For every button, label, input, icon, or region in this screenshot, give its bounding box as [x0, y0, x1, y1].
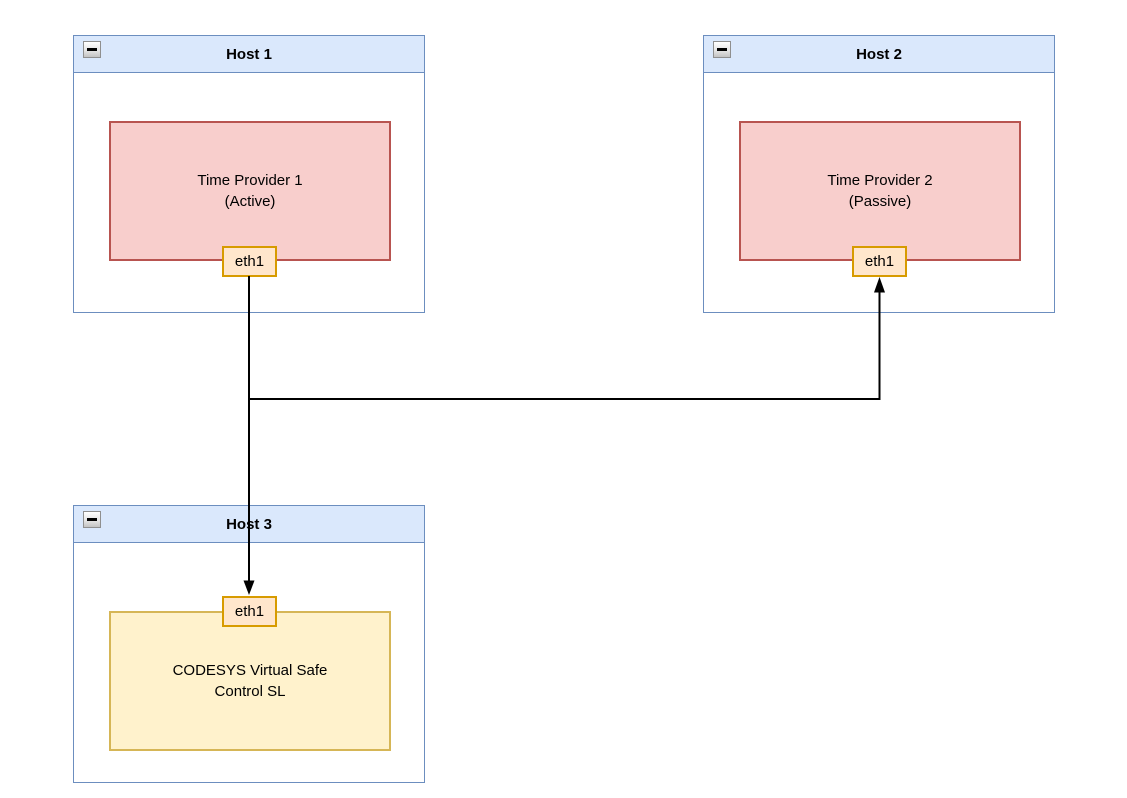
host-2-collapse-button[interactable]: [713, 41, 731, 58]
host-3-eth1-label: eth1: [234, 603, 265, 620]
host-3-title: Host 3: [226, 515, 272, 533]
host-2-header: Host 2: [704, 36, 1054, 73]
host-3-eth1-port: eth1: [222, 596, 277, 627]
host-2-group: Host 2 Time Provider 2 (Passive) eth1: [703, 35, 1055, 313]
host-1-eth1-port: eth1: [222, 246, 277, 277]
codesys-node: CODESYS Virtual Safe Control SL: [109, 611, 391, 751]
host-1-header: Host 1: [74, 36, 424, 73]
host-2-eth1-label: eth1: [864, 253, 895, 270]
host-3-group: Host 3 CODESYS Virtual Safe Control SL e…: [73, 505, 425, 783]
codesys-label: CODESYS Virtual Safe Control SL: [172, 662, 328, 700]
minus-icon: [87, 518, 97, 521]
host-1-title: Host 1: [226, 45, 272, 63]
host-1-eth1-label: eth1: [234, 253, 265, 270]
time-provider-2-label: Time Provider 2 (Passive): [827, 172, 933, 210]
time-provider-1-node: Time Provider 1 (Active): [109, 121, 391, 261]
minus-icon: [87, 48, 97, 51]
time-provider-1-label: Time Provider 1 (Active): [197, 172, 303, 210]
minus-icon: [717, 48, 727, 51]
host-3-collapse-button[interactable]: [83, 511, 101, 528]
host-1-group: Host 1 Time Provider 1 (Active) eth1: [73, 35, 425, 313]
time-provider-2-node: Time Provider 2 (Passive): [739, 121, 1021, 261]
host-3-header: Host 3: [74, 506, 424, 543]
host-2-title: Host 2: [856, 45, 902, 63]
host-2-eth1-port: eth1: [852, 246, 907, 277]
host-1-collapse-button[interactable]: [83, 41, 101, 58]
